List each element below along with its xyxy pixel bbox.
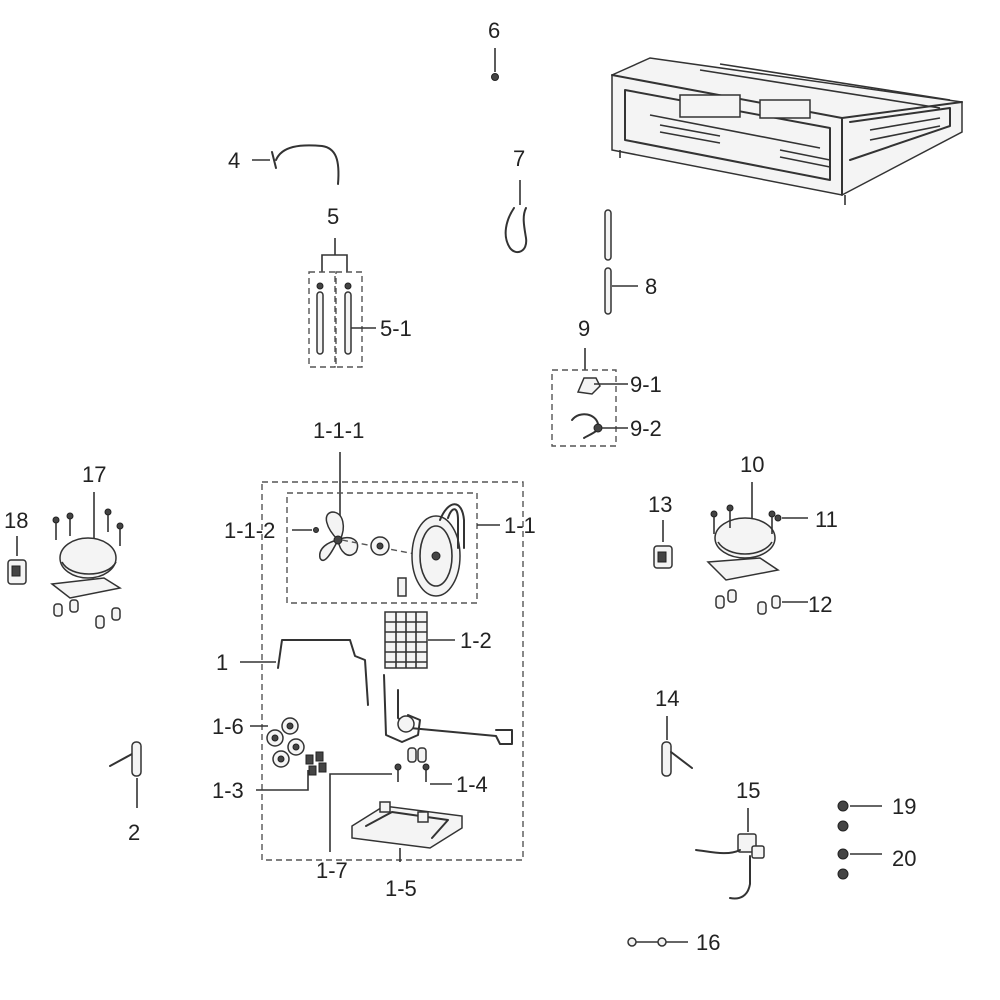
part-5-heater-pair (308, 238, 376, 368)
label-2: 2 (128, 820, 140, 845)
label-9-1: 9-1 (630, 372, 662, 397)
label-19: 19 (892, 794, 916, 819)
label-5: 5 (327, 204, 339, 229)
label-13: 13 (648, 492, 672, 517)
part-18-relay (7, 536, 27, 585)
label-18: 18 (4, 508, 28, 533)
part-13-relay (653, 520, 673, 569)
part-19-nuts (837, 800, 882, 832)
label-5-1: 5-1 (380, 316, 412, 341)
part-fan-shroud (397, 503, 465, 597)
label-1-1-2: 1-1-2 (224, 518, 275, 543)
part-1-2-evaporator (384, 611, 455, 669)
part-15-valve (695, 808, 765, 900)
label-1-3: 1-3 (212, 778, 244, 803)
part-20-nuts (837, 848, 882, 880)
label-1-2: 1-2 (460, 628, 492, 653)
label-12: 12 (808, 592, 832, 617)
part-14-drier (661, 716, 693, 777)
part-1-tubing (240, 639, 513, 745)
label-1-1-1: 1-1-1 (313, 418, 364, 443)
label-8: 8 (645, 274, 657, 299)
part-17-compressor (50, 508, 124, 629)
leader-1-7 (329, 773, 392, 852)
label-9: 9 (578, 316, 590, 341)
part-frame-assembly (611, 57, 963, 205)
label-11: 11 (815, 507, 838, 532)
part-1-1-fan-assembly-box (286, 492, 478, 604)
label-7: 7 (513, 146, 525, 171)
label-15: 15 (736, 778, 760, 803)
label-1: 1 (216, 650, 228, 675)
part-1-3-clips (256, 751, 327, 791)
label-9-2: 9-2 (630, 416, 662, 441)
part-10-compressor (706, 504, 808, 615)
label-14: 14 (655, 686, 679, 711)
part-8-rods (604, 209, 638, 315)
label-6: 6 (488, 18, 500, 43)
label-17: 17 (82, 462, 106, 487)
part-2-drier (109, 741, 142, 808)
part-16-fittings (627, 937, 688, 947)
part-1-6-grommets (250, 717, 305, 768)
part-6-screw (491, 48, 499, 81)
label-1-4: 1-4 (456, 772, 488, 797)
part-7-hook (504, 180, 528, 254)
part-4-tube (252, 144, 340, 185)
label-20: 20 (892, 846, 916, 871)
label-1-1: 1-1 (504, 513, 536, 538)
label-10: 10 (740, 452, 764, 477)
label-4: 4 (228, 148, 240, 173)
part-9-kit (551, 348, 628, 447)
part-1-1-1-fan-blade (319, 511, 359, 561)
label-1-7: 1-7 (316, 858, 348, 883)
part-motor-hub (370, 536, 390, 556)
part-1-4-brackets (394, 747, 452, 785)
label-1-5: 1-5 (385, 876, 417, 901)
label-16: 16 (696, 930, 720, 955)
part-1-assembly-box (261, 481, 524, 861)
part-1-5-base-plate (351, 801, 463, 862)
label-1-6: 1-6 (212, 714, 244, 739)
